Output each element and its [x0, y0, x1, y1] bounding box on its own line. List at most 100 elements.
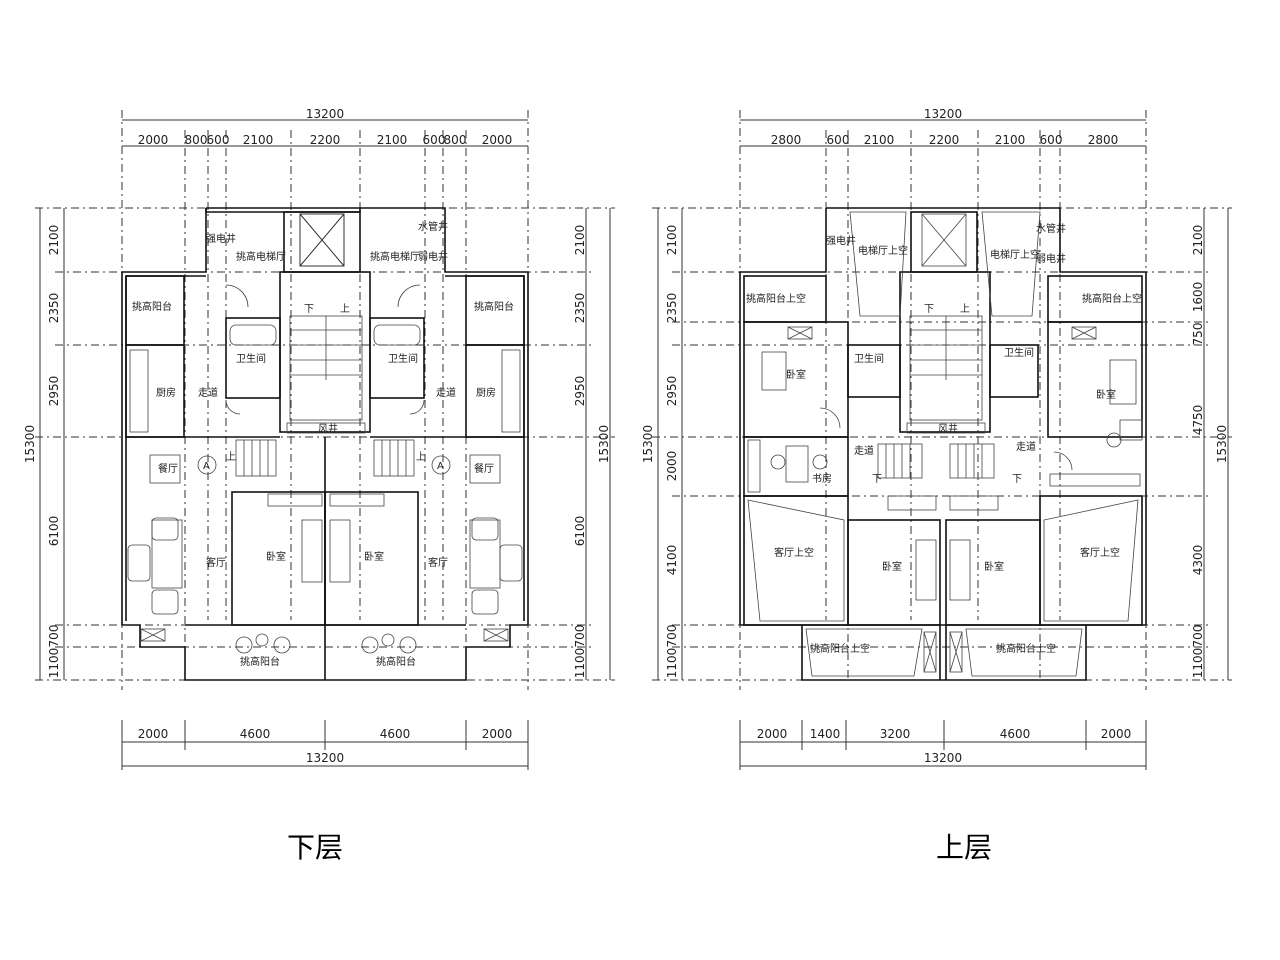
- lower-stair-down: 下: [304, 304, 314, 315]
- lower-room-kitchen-left: 厨房: [156, 386, 176, 399]
- upper-dim-bottom-2: 1400: [810, 727, 841, 741]
- lower-floor-caption: 下层: [287, 831, 344, 864]
- upper-down-right: 下: [1012, 474, 1022, 485]
- lower-air-shaft: 风井: [318, 422, 338, 435]
- upper-room-weak-shaft: 弱电井: [1036, 252, 1066, 265]
- upper-dim-total-top: 13200: [924, 107, 962, 121]
- upper-dim-right-4: 4750: [1191, 405, 1205, 436]
- upper-dim-bottom-4: 4600: [1000, 727, 1031, 741]
- lower-dim-top-2: 800: [185, 133, 208, 147]
- upper-room-bed-bottom-right: 卧室: [984, 560, 1004, 573]
- lower-dim-top-5: 2200: [310, 133, 341, 147]
- lower-marker-a-left: A: [203, 461, 210, 472]
- upper-room-bath-left: 卫生间: [854, 352, 884, 365]
- upper-room-study: 书房: [812, 472, 832, 485]
- lower-dim-top-9: 2000: [482, 133, 513, 147]
- lower-dim-left-2: 2350: [47, 293, 61, 324]
- upper-dim-right-7: 700: [1191, 625, 1205, 648]
- upper-room-water-shaft: 水管井: [1036, 222, 1066, 235]
- upper-room-living-void-right: 客厅上空: [1080, 546, 1120, 559]
- upper-dim-left-total: 15300: [641, 425, 655, 463]
- lower-dim-left-7: 1100: [47, 648, 61, 679]
- lower-dim-right-5: 6100: [573, 516, 587, 547]
- lower-room-bed-left: 卧室: [266, 550, 286, 563]
- lower-plan: [35, 110, 615, 770]
- upper-room-elec-shaft: 强电井: [826, 234, 856, 247]
- lower-room-dining-right: 餐厅: [474, 462, 494, 475]
- upper-dim-left-3: 2950: [665, 376, 679, 407]
- lower-dim-bottom-1: 2000: [138, 727, 169, 741]
- lower-dim-right-7: 1100: [573, 648, 587, 679]
- upper-room-corridor-right: 走道: [1016, 440, 1036, 453]
- upper-room-bed-top-left: 卧室: [786, 368, 806, 381]
- upper-room-bath-right: 卫生间: [1004, 346, 1034, 359]
- lower-stair-up: 上: [340, 303, 350, 315]
- upper-dim-right-1: 2100: [1191, 225, 1205, 256]
- lower-dim-top-8: 800: [444, 133, 467, 147]
- lower-dim-right-1: 2100: [573, 225, 587, 256]
- lower-dim-total-top: 13200: [306, 107, 344, 121]
- upper-dim-top-1: 2800: [771, 133, 802, 147]
- upper-room-bed-bottom-left: 卧室: [882, 560, 902, 573]
- lower-room-corridor-right: 走道: [436, 386, 456, 399]
- upper-dim-left-7: 700: [665, 625, 679, 648]
- upper-dim-bottom-1: 2000: [757, 727, 788, 741]
- upper-dim-top-6: 600: [1040, 133, 1063, 147]
- upper-room-corridor-left: 走道: [854, 444, 874, 457]
- lower-dim-top-7: 600: [423, 133, 446, 147]
- upper-dim-top-7: 2800: [1088, 133, 1119, 147]
- lower-room-terrace-right: 挑高阳台: [376, 655, 416, 668]
- lower-dim-left-1: 2100: [47, 225, 61, 256]
- lower-dim-total-bottom: 13200: [306, 751, 344, 765]
- lower-room-bath-right: 卫生间: [388, 352, 418, 365]
- lower-dim-right-6: 700: [573, 625, 587, 648]
- upper-down-left: 下: [872, 474, 882, 485]
- lower-dim-left-6: 700: [47, 625, 61, 648]
- upper-room-terrace-void-left: 挑高阳台上空: [810, 642, 870, 655]
- upper-stair-down: 下: [924, 304, 934, 315]
- lower-room-lift-hall-right: 挑高电梯厅: [370, 250, 420, 263]
- upper-dim-right-2: 1600: [1191, 282, 1205, 313]
- lower-room-weak-shaft: 弱电井: [418, 250, 448, 263]
- lower-dim-top-6: 2100: [377, 133, 408, 147]
- lower-room-bed-right: 卧室: [364, 550, 384, 563]
- upper-dim-right-total: 15300: [1215, 425, 1229, 463]
- lower-dim-left-5: 6100: [47, 516, 61, 547]
- lower-dim-right-total: 15300: [597, 425, 611, 463]
- lower-dim-left-total: 15300: [23, 425, 37, 463]
- lower-room-living-left: 客厅: [206, 556, 226, 569]
- upper-dim-total-bottom: 13200: [924, 751, 962, 765]
- upper-dim-left-5: 2000: [665, 451, 679, 482]
- lower-dim-right-2: 2350: [573, 293, 587, 324]
- upper-dim-right-8: 1100: [1191, 648, 1205, 679]
- lower-up-right: 上: [416, 451, 426, 463]
- upper-dim-bottom-5: 2000: [1101, 727, 1132, 741]
- upper-dim-right-3: 750: [1191, 323, 1205, 346]
- upper-stair-up: 上: [960, 303, 970, 315]
- lower-dim-bottom-3: 4600: [380, 727, 411, 741]
- lower-room-bath-left: 卫生间: [236, 352, 266, 365]
- lower-room-corridor-left: 走道: [198, 386, 218, 399]
- lower-room-dining-left: 餐厅: [158, 462, 178, 475]
- upper-dim-left-1: 2100: [665, 225, 679, 256]
- upper-room-terrace-void-right: 挑高阳台上空: [996, 642, 1056, 655]
- lower-marker-a-right: A: [437, 461, 444, 472]
- lower-dim-bottom-2: 4600: [240, 727, 271, 741]
- lower-room-elec-shaft: 强电井: [206, 232, 236, 245]
- lower-dim-top-3: 600: [207, 133, 230, 147]
- upper-floor-caption: 上层: [936, 831, 993, 864]
- lower-room-terrace-left: 挑高阳台: [240, 655, 280, 668]
- lower-dim-left-3: 2950: [47, 376, 61, 407]
- lower-dim-right-3: 2950: [573, 376, 587, 407]
- lower-up-left: 上: [226, 451, 236, 463]
- upper-air-shaft: 风井: [938, 422, 958, 435]
- upper-dim-top-2: 600: [827, 133, 850, 147]
- upper-dim-bottom-3: 3200: [880, 727, 911, 741]
- upper-dim-left-8: 1100: [665, 648, 679, 679]
- upper-room-lift-void-left: 电梯厅上空: [858, 244, 908, 257]
- upper-dim-top-5: 2100: [995, 133, 1026, 147]
- upper-plan: [652, 110, 1232, 770]
- upper-room-lift-void-right: 电梯厅上空: [990, 248, 1040, 261]
- lower-dim-top-4: 2100: [243, 133, 274, 147]
